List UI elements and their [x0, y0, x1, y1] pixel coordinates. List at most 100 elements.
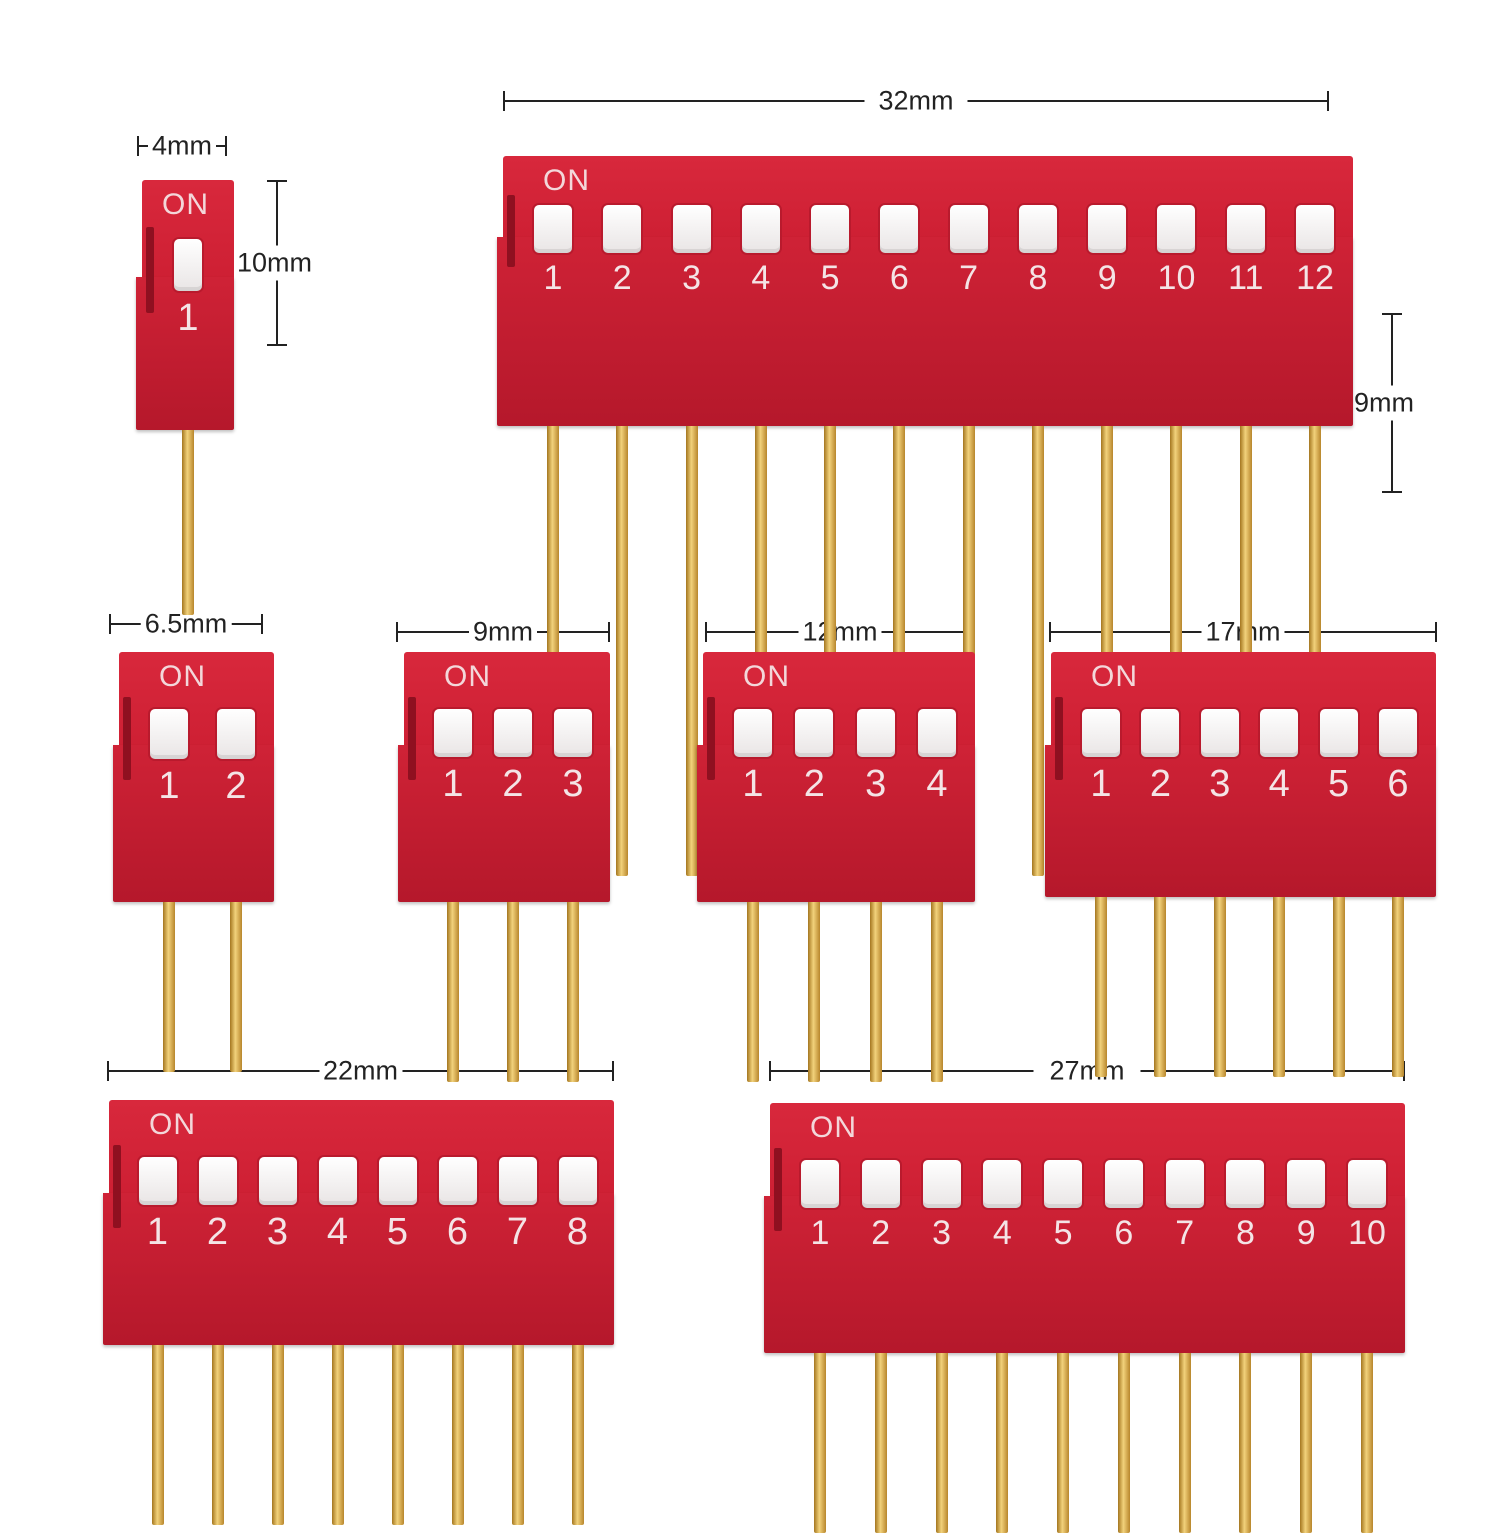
slide-toggle[interactable] [603, 205, 642, 254]
slide-toggle[interactable] [1018, 205, 1057, 254]
slide-toggle[interactable] [949, 205, 988, 254]
slide-toggle[interactable] [856, 709, 895, 757]
position-number: 2 [1149, 763, 1171, 805]
lead-pin [211, 1345, 224, 1525]
slide-toggle[interactable] [1226, 205, 1265, 254]
position-number: 1 [742, 763, 764, 805]
position-number: 3 [932, 1214, 951, 1252]
slide-toggle[interactable] [1379, 709, 1417, 757]
position-number: 12 [1296, 259, 1334, 298]
position-number: 10 [1157, 259, 1196, 298]
position-number: 3 [682, 259, 701, 298]
position-number: 2 [225, 765, 247, 807]
position-number: 3 [562, 763, 584, 805]
slide-toggle[interactable] [1104, 1160, 1143, 1208]
position-number: 4 [992, 1214, 1012, 1252]
slide-toggle[interactable] [741, 205, 780, 254]
switch-body [1045, 745, 1436, 897]
position-number: 11 [1228, 259, 1264, 298]
switch-body [113, 745, 274, 902]
position-number: 8 [566, 1211, 589, 1253]
position-number: 7 [506, 1211, 529, 1253]
position-number: 8 [1028, 259, 1048, 298]
position-number: 5 [820, 259, 840, 298]
slide-toggle[interactable] [1141, 709, 1180, 757]
slide-toggle[interactable] [1287, 1160, 1326, 1208]
slide-toggle[interactable] [318, 1157, 357, 1205]
position-number: 2 [206, 1211, 229, 1253]
slide-toggle[interactable] [1165, 1160, 1204, 1208]
slide-toggle[interactable] [983, 1160, 1022, 1208]
slide-toggle[interactable] [1226, 1160, 1265, 1208]
slide-toggle[interactable] [1200, 709, 1239, 757]
position-number: 7 [959, 259, 979, 298]
position-number: 6 [889, 259, 909, 298]
lead-pin [182, 430, 194, 615]
slide-toggle[interactable] [554, 709, 592, 757]
dim-label: 10mm [235, 245, 315, 281]
slide-toggle[interactable] [918, 709, 956, 757]
lead-pin [451, 1345, 464, 1525]
orientation-notch [408, 697, 416, 780]
lead-pin [1057, 1353, 1070, 1533]
on-label: ON [149, 1108, 196, 1141]
slide-toggle[interactable] [138, 1157, 177, 1205]
slide-toggle[interactable] [174, 239, 202, 292]
position-number: 9 [1097, 259, 1117, 298]
slide-toggle[interactable] [1157, 205, 1196, 254]
slide-toggle[interactable] [1348, 1160, 1386, 1208]
slide-toggle[interactable] [1088, 205, 1127, 254]
lead-pin [1031, 426, 1044, 876]
slide-toggle[interactable] [811, 205, 850, 254]
slide-toggle[interactable] [1319, 709, 1358, 757]
position-number: 7 [1175, 1214, 1195, 1252]
slide-toggle[interactable] [558, 1157, 597, 1205]
position-number: 4 [926, 763, 948, 805]
orientation-notch [123, 697, 131, 780]
lead-pin [808, 902, 821, 1082]
slide-toggle[interactable] [922, 1160, 961, 1208]
on-label: ON [810, 1111, 857, 1144]
slide-toggle[interactable] [438, 1157, 477, 1205]
dim-width-10pos: 27mm [769, 1055, 1405, 1087]
orientation-notch [507, 195, 515, 267]
lead-pin [1300, 1353, 1313, 1533]
slide-toggle[interactable] [672, 205, 711, 254]
slide-toggle[interactable] [1296, 205, 1334, 254]
dim-label: 9mm [469, 616, 537, 648]
switch-body [398, 745, 610, 902]
position-number: 1 [158, 765, 180, 807]
lead-pin [331, 1345, 344, 1525]
lead-pin [271, 1345, 284, 1525]
slide-toggle[interactable] [734, 709, 772, 757]
position-number: 1 [810, 1214, 830, 1252]
lead-pin [931, 902, 943, 1082]
slide-toggle[interactable] [1082, 709, 1120, 757]
slide-toggle[interactable] [880, 205, 919, 254]
slide-toggle[interactable] [534, 205, 572, 254]
slide-toggle[interactable] [378, 1157, 417, 1205]
slide-toggle[interactable] [258, 1157, 297, 1205]
slide-toggle[interactable] [498, 1157, 537, 1205]
slide-toggle[interactable] [434, 709, 472, 757]
slide-toggle[interactable] [1044, 1160, 1083, 1208]
position-number: 6 [1114, 1214, 1134, 1252]
slide-toggle[interactable] [494, 709, 532, 757]
slide-toggle[interactable] [1260, 709, 1299, 757]
slide-toggle[interactable] [217, 709, 255, 759]
slide-toggle[interactable] [795, 709, 834, 757]
position-number: 5 [386, 1211, 409, 1253]
slide-toggle[interactable] [861, 1160, 900, 1208]
slide-toggle[interactable] [801, 1160, 839, 1208]
slide-toggle[interactable] [198, 1157, 237, 1205]
lead-pin [1117, 1353, 1130, 1533]
slide-toggle[interactable] [150, 709, 188, 759]
position-number: 1 [1090, 763, 1112, 805]
position-number: 2 [803, 763, 825, 805]
dim-width-2pos: 6.5mm [109, 608, 263, 640]
